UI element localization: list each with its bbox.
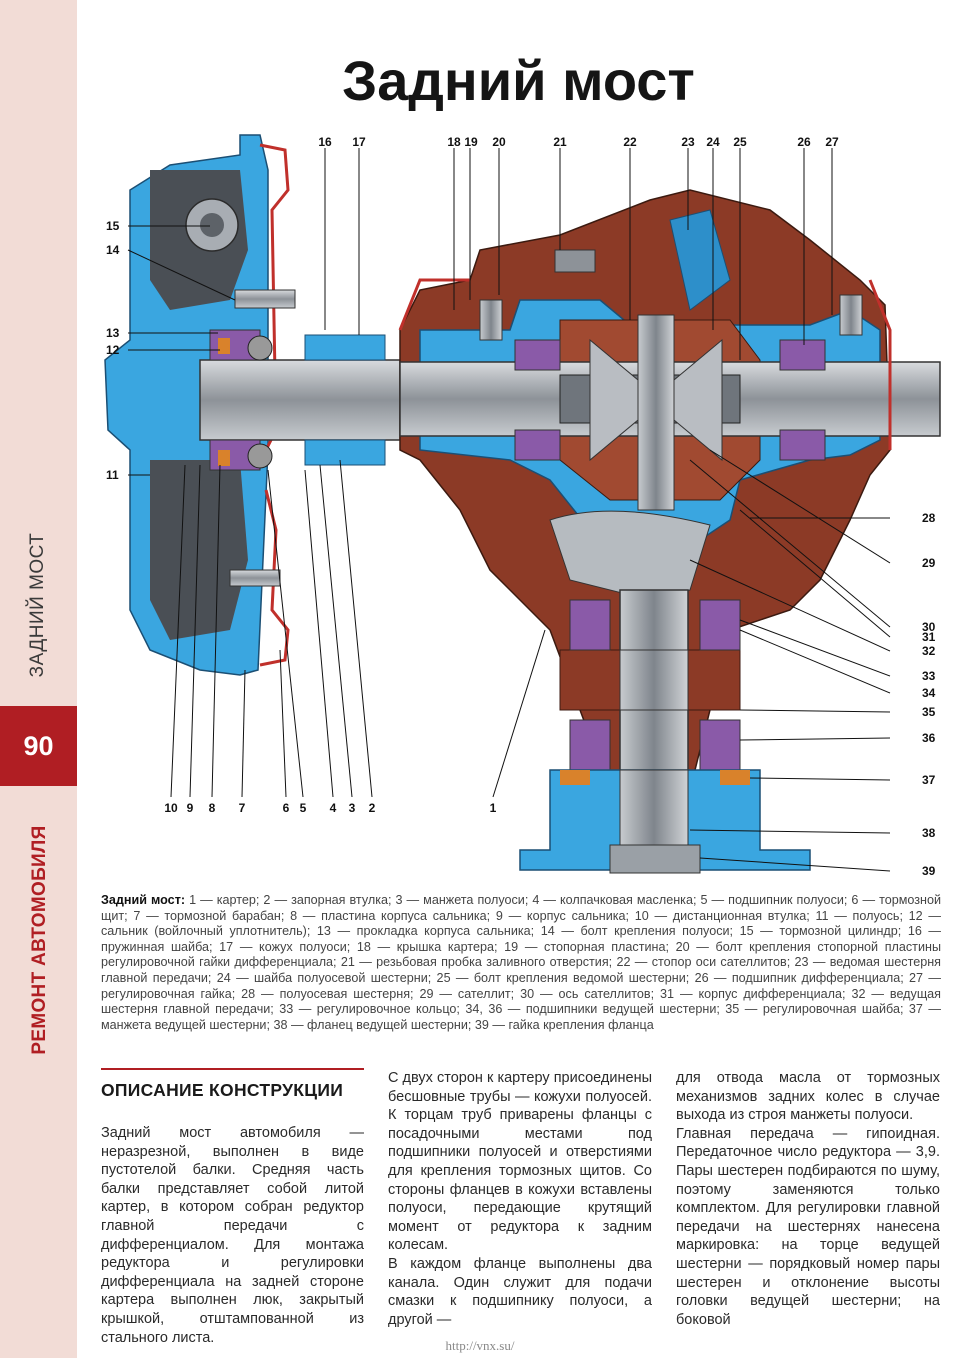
callout-16: 16 <box>318 135 332 149</box>
callout-30: 30 <box>922 620 936 634</box>
callout-18: 18 <box>447 135 461 149</box>
sidebar <box>0 0 77 1358</box>
paragraph: С двух сторон к картеру присоединены бес… <box>388 1070 652 1254</box>
callout-13: 13 <box>106 326 120 340</box>
callout-24: 24 <box>706 135 720 149</box>
callout-19: 19 <box>464 135 478 149</box>
footer-url[interactable]: http://vnx.su/ <box>445 1338 515 1353</box>
page-title: Задний мост <box>342 49 695 112</box>
caption-lead: Задний мост: <box>101 893 186 907</box>
callout-15: 15 <box>106 219 120 233</box>
filler-plug <box>554 249 596 273</box>
callout-7: 7 <box>239 801 246 815</box>
callout-37: 37 <box>922 773 936 787</box>
text-column-3: для отвода масла от тормозных механизмов… <box>676 1069 940 1329</box>
callout-8: 8 <box>209 801 216 815</box>
page-number: 90 <box>0 706 77 786</box>
figure-caption: Задний мост: 1 — картер; 2 — запорная вт… <box>101 893 941 1033</box>
callout-33: 33 <box>922 669 936 683</box>
callout-29: 29 <box>922 556 936 570</box>
sidebar-section-label: ЗАДНИЙ МОСТ <box>27 532 48 678</box>
callout-12: 12 <box>106 343 120 357</box>
callout-10: 10 <box>164 801 178 815</box>
callout-26: 26 <box>797 135 811 149</box>
callout-20: 20 <box>492 135 506 149</box>
callout-2: 2 <box>369 801 376 815</box>
callout-27: 27 <box>825 135 839 149</box>
paragraph: Главная передача — гипоидная. Передаточн… <box>676 1125 940 1328</box>
callout-1: 1 <box>490 801 497 815</box>
text-column-1: Задний мост автомобиля — неразрезной, вы… <box>101 1124 364 1347</box>
callout-23: 23 <box>681 135 695 149</box>
paragraph: Задний мост автомобиля — неразрезной, вы… <box>101 1125 364 1346</box>
text-column-2: С двух сторон к картеру присоединены бес… <box>388 1069 652 1329</box>
callout-5: 5 <box>300 801 307 815</box>
callout-14: 14 <box>106 243 120 257</box>
callout-28: 28 <box>922 511 936 525</box>
callout-35: 35 <box>922 705 936 719</box>
caption-text: 1 — картер; 2 — запорная втулка; 3 — ман… <box>101 893 942 1032</box>
callout-22: 22 <box>623 135 637 149</box>
callout-9: 9 <box>187 801 194 815</box>
paragraph: В каждом фланце выполнены два канала. Од… <box>388 1255 652 1328</box>
paragraph: для отвода масла от тормозных механизмов… <box>676 1070 940 1124</box>
callout-3: 3 <box>349 801 356 815</box>
rear-axle-diagram: 16 17 18 19 20 21 22 23 24 25 26 27 15 1… <box>104 134 941 878</box>
callout-11: 11 <box>106 468 119 482</box>
drive-pinion-gear <box>549 510 711 601</box>
callout-36: 36 <box>922 731 936 745</box>
wheel-hub-assembly <box>104 134 296 676</box>
callout-6: 6 <box>283 801 290 815</box>
callout-25: 25 <box>733 135 747 149</box>
callout-38: 38 <box>922 826 936 840</box>
callout-4: 4 <box>330 801 337 815</box>
callout-21: 21 <box>553 135 567 149</box>
section-heading: ОПИСАНИЕ КОНСТРУКЦИИ <box>101 1068 364 1101</box>
callout-31: 31 <box>922 630 936 644</box>
sidebar-book-title: РЕМОНТ АВТОМОБИЛЯ <box>29 825 50 1055</box>
callout-17: 17 <box>352 135 366 149</box>
satellite-axis <box>637 314 675 511</box>
callout-34: 34 <box>922 686 936 700</box>
axle-shaft <box>199 359 401 441</box>
callout-39: 39 <box>922 864 936 878</box>
callout-32: 32 <box>922 644 936 658</box>
